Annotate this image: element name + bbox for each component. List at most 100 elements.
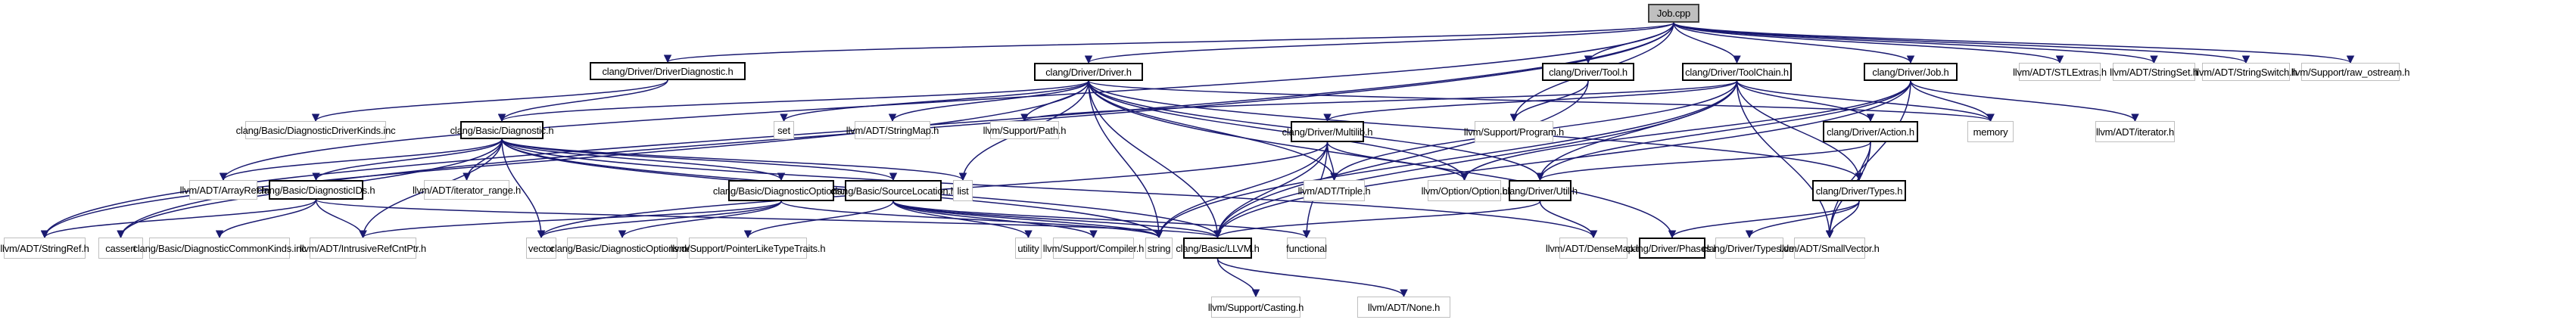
edge-toolchain-to-types: [1736, 80, 1864, 182]
edge-sourceloc-to-pointerlike: [743, 200, 894, 239]
edge-job_cpp-to-arrayref: [219, 22, 1674, 182]
edge-job-to-option: [1460, 80, 1911, 182]
edge-llvm_h-to-none: [1216, 258, 1408, 298]
edge-job-to-util: [1536, 80, 1911, 182]
node-driver-h[interactable]: clang/Driver/Driver.h: [1034, 63, 1143, 81]
edge-job_cpp-to-stringswitch: [1673, 22, 2250, 64]
node-driver-diagnostic-h[interactable]: clang/Driver/DriverDiagnostic.h: [590, 62, 746, 80]
node-util-h[interactable]: clang/Driver/Util.h: [1503, 180, 1578, 201]
edge-tool-to-llvm_h: [1213, 80, 1589, 239]
edge-toolchain-to-string: [1154, 80, 1738, 239]
edge-job-to-llvm_h: [1213, 80, 1911, 239]
node-string: string: [1145, 238, 1173, 259]
edge-driverdiag-to-diagnostic: [497, 79, 668, 123]
node-cassert: cassert: [98, 238, 143, 259]
edge-sourceloc-to-compiler: [892, 200, 1098, 239]
node-stringmap-h: llvm/ADT/StringMap.h: [846, 121, 939, 139]
edge-types-to-typesdef: [1745, 200, 1860, 239]
edge-job_cpp-to-stringset: [1673, 22, 2158, 64]
edge-driver-to-types: [1088, 80, 1864, 182]
node-functional: functional: [1286, 238, 1327, 259]
node-raw-ostream-h: llvm/Support/raw_ostream.h: [2291, 63, 2410, 81]
edge-driver-to-llvm_h: [1088, 80, 1222, 239]
edge-job_cpp-to-toolchain: [1673, 22, 1741, 64]
edge-sourceloc-to-functional: [892, 200, 1311, 239]
node-iterator-h: llvm/ADT/iterator.h: [2095, 121, 2175, 142]
node-tool-h[interactable]: clang/Driver/Tool.h: [1542, 63, 1634, 81]
node-types-def: clang/Driver/Types.def: [1702, 238, 1797, 259]
edge-types-to-smallvector: [1825, 200, 1860, 239]
edge-job_cpp-to-driver: [1085, 22, 1674, 64]
edge-diagnostic-to-diagids: [312, 138, 503, 182]
node-diagnostic-options-h[interactable]: clang/Basic/DiagnosticOptions.h: [713, 180, 849, 201]
edge-toolchain-to-path: [1020, 80, 1738, 123]
node-stringref-h: llvm/ADT/StringRef.h: [0, 238, 89, 259]
node-action-h[interactable]: clang/Driver/Action.h: [1823, 121, 1918, 142]
edge-job-to-smallvector: [1825, 80, 1911, 239]
node-stringset-h: llvm/ADT/StringSet.h: [2110, 63, 2198, 81]
edge-toolchain-to-multilib: [1323, 80, 1738, 123]
node-source-location-h[interactable]: clang/Basic/SourceLocation.h: [830, 180, 956, 201]
edge-sourceloc-to-llvm_h: [892, 200, 1222, 239]
edge-job_cpp-to-driverdiag: [664, 22, 1674, 64]
node-job-h[interactable]: clang/Driver/Job.h: [1864, 63, 1958, 81]
edge-diagids-to-diagcommonkinds: [215, 199, 317, 239]
node-memory: memory: [1967, 121, 2014, 142]
edge-diagoptions-to-string: [780, 200, 1163, 239]
edge-toolchain-to-llvm_h: [1213, 80, 1738, 239]
edge-toolchain-to-memory: [1736, 80, 1995, 123]
node-diagnostic-common-kinds-inc: clang/Basic/DiagnosticCommonKinds.inc: [133, 238, 307, 259]
node-toolchain-h[interactable]: clang/Driver/ToolChain.h: [1682, 63, 1792, 81]
edge-diagids-to-stringref: [40, 199, 317, 239]
edge-driverdiag-to-diagdriverkinds: [311, 79, 668, 123]
edge-tool-to-program: [1509, 80, 1589, 123]
node-intrusive-ref-cnt-ptr-h: llvm/ADT/IntrusiveRefCntPtr.h: [300, 238, 426, 259]
edge-util-to-densemap: [1539, 200, 1598, 239]
edge-driver-to-option: [1088, 80, 1469, 182]
node-compiler-h: llvm/Support/Compiler.h: [1043, 238, 1144, 259]
edge-diagnostic-to-list: [501, 138, 967, 182]
node-diagnostic-h[interactable]: clang/Basic/Diagnostic.h: [450, 121, 554, 139]
node-none-h: llvm/ADT/None.h: [1357, 297, 1450, 318]
edge-driver-to-diagnostic: [498, 80, 1089, 123]
edge-types-to-phases: [1668, 200, 1860, 239]
node-vector: vector: [526, 238, 556, 259]
edge-sourceloc-to-string: [892, 200, 1163, 239]
node-path-h: llvm/Support/Path.h: [983, 121, 1067, 139]
edge-diagnostic-to-vector: [501, 138, 546, 239]
node-arrayref-h: llvm/ADT/ArrayRef.h: [180, 180, 267, 200]
edge-driver-to-stringref: [40, 80, 1089, 239]
edge-diagnostic-to-arrayref: [219, 138, 503, 182]
edge-job-to-memory: [1910, 80, 1995, 123]
node-program-h: llvm/Support/Program.h: [1464, 121, 1564, 142]
node-diagnostic-ids-h[interactable]: clang/Basic/DiagnosticIDs.h: [257, 180, 375, 200]
node-types-h[interactable]: clang/Driver/Types.h: [1812, 180, 1906, 201]
edge-driver-to-stringmap: [888, 80, 1089, 123]
edge-sourceloc-to-utility: [892, 200, 1033, 239]
node-multilib-h[interactable]: clang/Driver/Multilib.h: [1282, 121, 1373, 142]
node-llvm-h[interactable]: clang/Basic/LLVM.h: [1176, 238, 1260, 259]
node-diagnostic-options-def: clang/Basic/DiagnosticOptions.def: [550, 238, 695, 259]
edge-job_cpp-to-stlextras: [1673, 22, 2064, 64]
node-stlextras-h: llvm/ADT/STLExtras.h: [2013, 63, 2107, 81]
edge-job-to-iterator: [1910, 80, 2139, 123]
edge-diagoptions-to-vector: [537, 200, 782, 239]
node-iterator-range-h: llvm/ADT/iterator_range.h: [413, 180, 521, 200]
node-utility: utility: [1015, 238, 1042, 259]
edge-util-to-llvm_h: [1213, 200, 1541, 239]
edge-driver-to-string: [1088, 80, 1163, 239]
node-option-h: llvm/Option/Option.h: [1422, 180, 1508, 201]
node-list: list: [953, 180, 973, 201]
edge-job_cpp-to-job: [1673, 22, 1915, 64]
edge-diagoptions-to-intrusiverefcntptr: [359, 200, 782, 239]
node-set: set: [774, 121, 794, 139]
edge-action-to-util: [1536, 141, 1871, 182]
node-densemap-h: llvm/ADT/DenseMap.h: [1546, 238, 1641, 259]
edge-diagnostic-to-densemap: [501, 138, 1598, 239]
node-phases-h[interactable]: clang/Driver/Phases.h: [1626, 238, 1719, 259]
node-casting-h: llvm/Support/Casting.h: [1208, 297, 1304, 318]
edge-diagids-to-llvm_h: [315, 199, 1222, 239]
edge-diagnostic-to-sourceloc: [501, 138, 898, 182]
